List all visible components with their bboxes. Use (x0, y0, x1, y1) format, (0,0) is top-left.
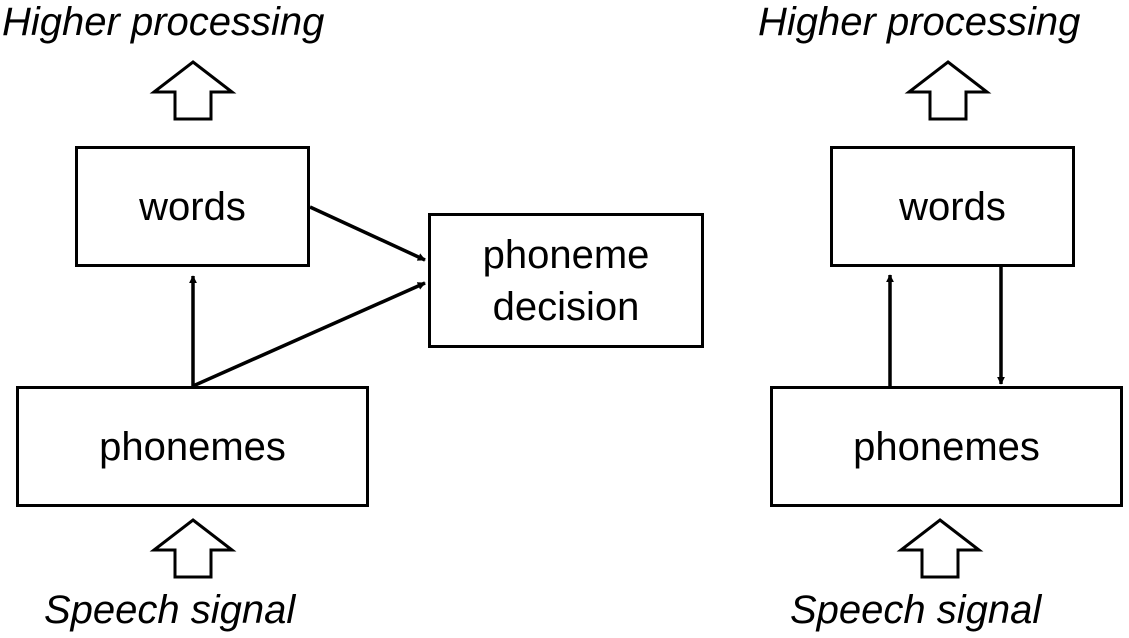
left-higher-processing-label: Higher processing (2, 0, 325, 44)
right-phonemes-box: phonemes (770, 386, 1123, 507)
left-phoneme-decision-label: phoneme decision (482, 232, 650, 329)
left-words-label: words (139, 184, 246, 229)
left-words-box: words (75, 146, 310, 267)
right-words-label: words (899, 184, 1006, 229)
right-phonemes-label: phonemes (853, 424, 1040, 469)
left-phoneme-decision-box: phoneme decision (428, 213, 704, 348)
right-bottom-hollow-arrow (896, 518, 984, 579)
left-top-hollow-arrow (149, 60, 237, 121)
right-top-hollow-arrow (904, 60, 992, 121)
right-words-box: words (830, 146, 1075, 267)
left-phonemes-to-decision-arrow (192, 281, 426, 388)
left-bottom-hollow-arrow (149, 518, 237, 579)
right-speech-signal-label: Speech signal (790, 588, 1042, 632)
left-words-to-decision-arrow (309, 205, 426, 262)
left-speech-signal-label: Speech signal (44, 588, 296, 632)
left-phonemes-label: phonemes (99, 424, 286, 469)
left-phonemes-box: phonemes (16, 386, 369, 507)
right-higher-processing-label: Higher processing (758, 0, 1081, 44)
